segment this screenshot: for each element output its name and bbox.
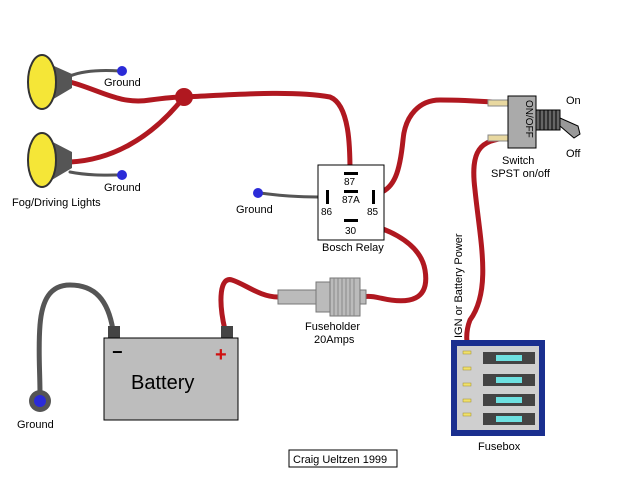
switch-lever bbox=[559, 117, 581, 139]
relay-pin-86 bbox=[326, 190, 329, 204]
wire-lamp2-to-junction bbox=[67, 94, 187, 165]
battery-label: Battery bbox=[131, 372, 194, 394]
switch-label: Switch bbox=[502, 155, 534, 167]
fusebox bbox=[451, 340, 545, 436]
fusebox-power-label: IGN or Battery Power bbox=[453, 233, 465, 338]
switch-sublabel: SPST on/off bbox=[491, 168, 551, 180]
wire-fuseholder-to-battery-pos bbox=[218, 277, 281, 333]
fuseholder-left-cap bbox=[277, 289, 317, 305]
battery-pos-symbol: + bbox=[215, 344, 227, 366]
ground-terminal-icon bbox=[117, 170, 127, 180]
fuseholder-grip bbox=[329, 277, 361, 317]
relay-pin-30-label: 30 bbox=[345, 226, 357, 237]
fog-lights-label: Fog/Driving Lights bbox=[12, 197, 101, 209]
fuse bbox=[496, 377, 522, 383]
battery-pos-post bbox=[221, 326, 233, 338]
relay-pin-87 bbox=[344, 172, 358, 175]
switch-on-label: On bbox=[566, 95, 581, 107]
battery-ground-label: Ground bbox=[17, 419, 54, 431]
wires bbox=[36, 69, 511, 398]
battery: − + Battery bbox=[103, 326, 239, 421]
relay-label: Bosch Relay bbox=[322, 242, 384, 254]
fuse bbox=[496, 355, 522, 361]
fuseholder bbox=[277, 277, 367, 317]
toggle-switch: ON/OFF bbox=[487, 95, 581, 149]
relay-pin-87a-label: 87A bbox=[342, 195, 360, 206]
switch-threads bbox=[539, 110, 557, 130]
ground-terminal-icon bbox=[117, 66, 127, 76]
wire-junction-to-relay-87 bbox=[181, 90, 353, 175]
switch-terminal-top bbox=[487, 99, 511, 107]
fog-light-1 bbox=[27, 54, 72, 110]
credit-text: Craig Ueltzen 1999 bbox=[293, 454, 387, 466]
wire-relay30-to-fuseholder bbox=[352, 219, 429, 304]
lamp1-ground-label: Ground bbox=[104, 77, 141, 89]
wire-battery-neg-to-ground bbox=[36, 282, 116, 398]
wire-lamp2-ground bbox=[68, 170, 122, 177]
fuse bbox=[496, 397, 522, 403]
relay-pin-87-label: 87 bbox=[344, 177, 356, 188]
credit-box bbox=[288, 449, 398, 468]
fuse bbox=[496, 416, 522, 422]
fusebox-label: Fusebox bbox=[478, 441, 521, 453]
relay-pin-85 bbox=[372, 190, 375, 204]
lamp-lens bbox=[27, 132, 57, 188]
wire-relay86-ground bbox=[258, 191, 328, 199]
lamp2-ground-label: Ground bbox=[104, 182, 141, 194]
wire-lamp1-to-junction bbox=[67, 79, 187, 104]
fog-light-2 bbox=[27, 132, 72, 188]
fuseholder-ridges bbox=[333, 278, 355, 316]
relay-pin-85-label: 85 bbox=[367, 207, 379, 218]
wire-lamp1-ground bbox=[68, 69, 122, 78]
switch-off-label: Off bbox=[566, 148, 581, 160]
fuseholder-rating: 20Amps bbox=[314, 334, 355, 346]
wire-junction bbox=[175, 88, 193, 106]
relay-pin-87a bbox=[344, 190, 358, 193]
switch-face-label: ON/OFF bbox=[523, 100, 534, 138]
fuseholder-right-cap bbox=[359, 289, 367, 305]
fuses bbox=[483, 352, 535, 425]
lamp-lens bbox=[27, 54, 57, 110]
relay-ground-label: Ground bbox=[236, 204, 273, 216]
bosch-relay: 87 87A 86 85 30 bbox=[317, 164, 385, 241]
relay-pin-30 bbox=[344, 219, 358, 222]
battery-neg-symbol: − bbox=[112, 342, 123, 362]
battery-body bbox=[103, 337, 239, 421]
wire-switch-to-fusebox bbox=[464, 135, 511, 353]
fuseholder-body bbox=[315, 281, 331, 313]
relay-pin-86-label: 86 bbox=[321, 207, 333, 218]
ground-terminal-icon bbox=[253, 188, 263, 198]
switch-terminal-bottom bbox=[487, 134, 511, 142]
ground-terminal-icon bbox=[34, 395, 46, 407]
fusebox-tabs bbox=[462, 350, 472, 417]
battery-neg-post bbox=[108, 326, 120, 338]
fuseholder-label: Fuseholder bbox=[305, 321, 360, 333]
wire-relay85-to-switch bbox=[373, 97, 511, 197]
